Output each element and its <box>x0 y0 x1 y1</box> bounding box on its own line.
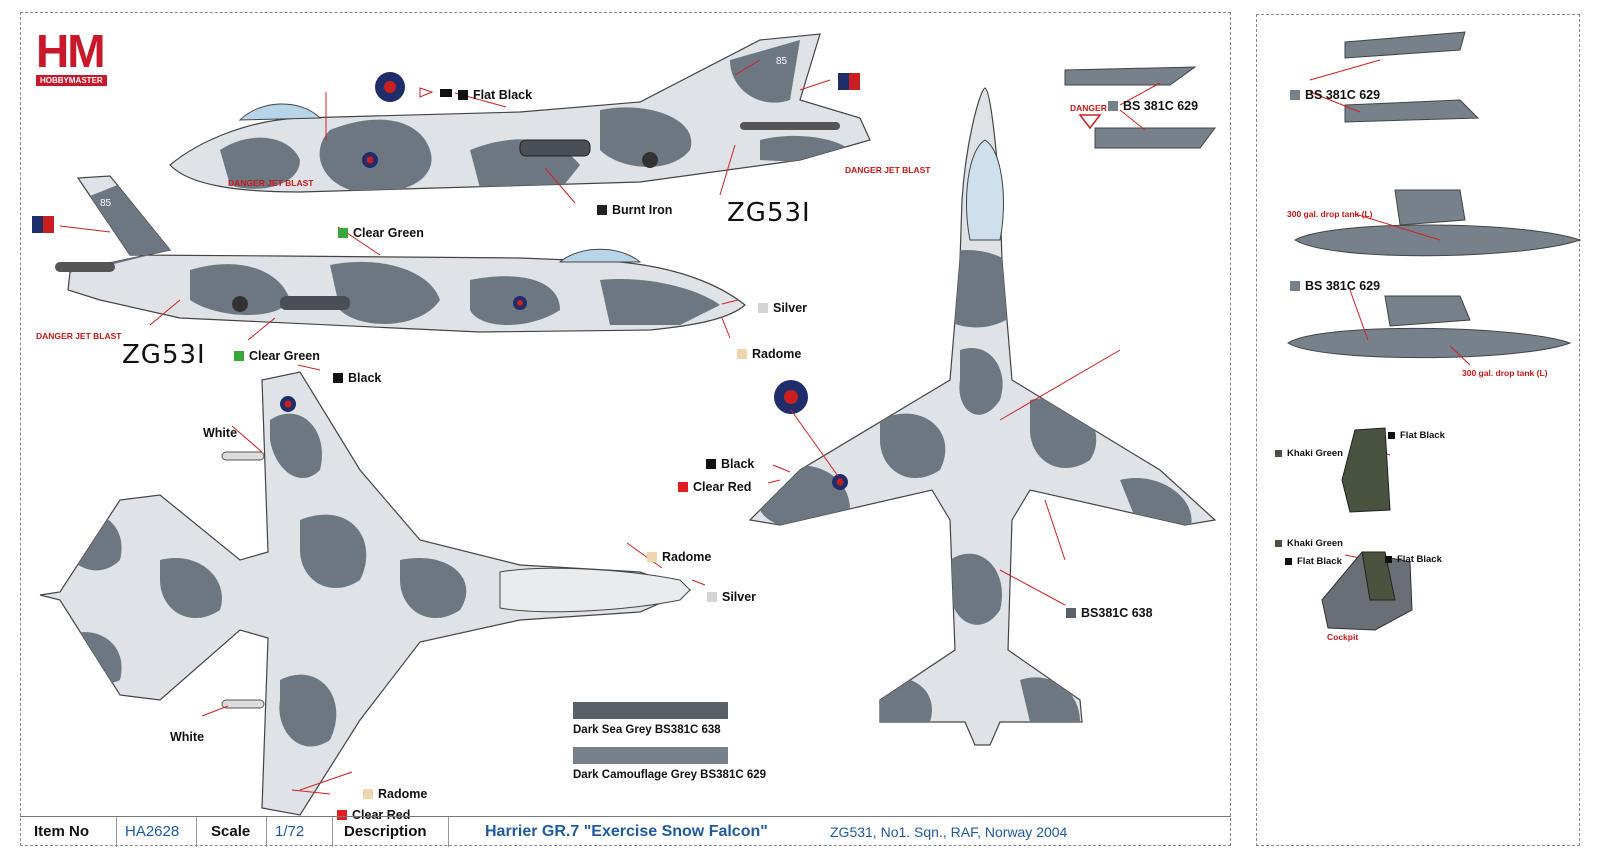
callout-silver-2: Silver <box>707 590 756 604</box>
callout-clear-red-2: Clear Red <box>678 480 751 494</box>
callout-clear-red-1: Clear Red <box>337 808 410 822</box>
description-label: Description <box>344 823 427 840</box>
side-khaki-green-2: Khaki Green <box>1275 537 1343 551</box>
side-panel-parts <box>1287 31 1582 631</box>
side-flat-black-1: Flat Black <box>1388 429 1445 443</box>
callout-silver-1: Silver <box>758 301 807 315</box>
info-separator <box>332 817 333 847</box>
serial-lower-side: ZG53I <box>122 340 206 370</box>
scale-value: 1/72 <box>275 823 305 840</box>
stencil-danger-jet-blast-1: DANGER JET BLAST <box>228 178 314 188</box>
callout-clear-green-2: Clear Green <box>234 349 320 363</box>
callout-black-2: Black <box>706 457 754 471</box>
info-separator <box>196 817 197 847</box>
pylon-parts-top <box>1064 66 1216 149</box>
callout-bs629-top: BS 381C 629 <box>1108 99 1198 113</box>
callout-black-1: Black <box>333 371 381 385</box>
svg-text:85: 85 <box>100 198 112 209</box>
callout-flat-black: Flat Black <box>458 88 532 102</box>
legend-dark-camo-grey: Dark Camouflage Grey BS381C 629 <box>573 769 767 781</box>
logo-mark: HM <box>36 25 106 77</box>
main-artwork-panel <box>20 12 1231 846</box>
stencil-danger: DANGER <box>1070 103 1107 113</box>
callout-white-2: White <box>170 730 205 744</box>
scale-label: Scale <box>211 823 251 840</box>
callout-radome-3: Radome <box>363 787 427 801</box>
side-view-upper: 85 <box>169 33 871 204</box>
legend-swatch-dark-sea-grey <box>573 702 728 719</box>
callout-radome-2: Radome <box>647 550 711 564</box>
legend-swatch-dark-camo-grey <box>573 747 728 764</box>
info-separator <box>266 817 267 847</box>
legend-dark-sea-grey: Dark Sea Grey BS381C 638 <box>573 724 721 736</box>
stencil-danger-jet-blast-3: DANGER JET BLAST <box>845 165 931 175</box>
accessories-panel <box>1256 14 1580 846</box>
side-cockpit-label: Cockpit <box>1327 632 1359 642</box>
side-flat-black-3: Flat Black <box>1385 553 1442 567</box>
side-drop-tank-2: 300 gal. drop tank (L) <box>1462 368 1548 378</box>
stencil-danger-jet-blast-2: DANGER JET BLAST <box>36 331 122 341</box>
side-bs629-a: BS 381C 629 <box>1290 88 1380 102</box>
item-no-label: Item No <box>34 823 90 840</box>
item-no-value: HA2628 <box>125 823 180 840</box>
description-title: Harrier GR.7 "Exercise Snow Falcon" <box>485 823 768 840</box>
hobbymaster-logo: HM HOBBYMASTER <box>36 28 107 86</box>
side-view-lower: 85 <box>32 175 746 341</box>
side-khaki-green-1: Khaki Green <box>1275 447 1343 461</box>
callout-clear-green-1: Clear Green <box>338 226 424 240</box>
side-bs629-b: BS 381C 629 <box>1290 279 1380 293</box>
side-flat-black-2: Flat Black <box>1285 555 1342 569</box>
side-drop-tank-1: 300 gal. drop tank (L) <box>1287 209 1373 219</box>
info-separator <box>448 817 449 847</box>
callout-radome-1: Radome <box>737 347 801 361</box>
callout-bs638: BS381C 638 <box>1066 606 1153 620</box>
svg-text:85: 85 <box>776 56 788 67</box>
serial-upper-side: ZG53I <box>727 198 811 228</box>
info-bar: Item No HA2628 Scale 1/72 Description Ha… <box>20 816 1231 847</box>
logo-brand: HOBBYMASTER <box>36 75 107 86</box>
description-subtitle: ZG531, No1. Sqn., RAF, Norway 2004 <box>830 824 1068 840</box>
top-view <box>748 87 1217 746</box>
callout-white-1: White <box>203 426 238 440</box>
callout-burnt-iron: Burnt Iron <box>597 203 672 217</box>
info-separator <box>116 817 117 847</box>
